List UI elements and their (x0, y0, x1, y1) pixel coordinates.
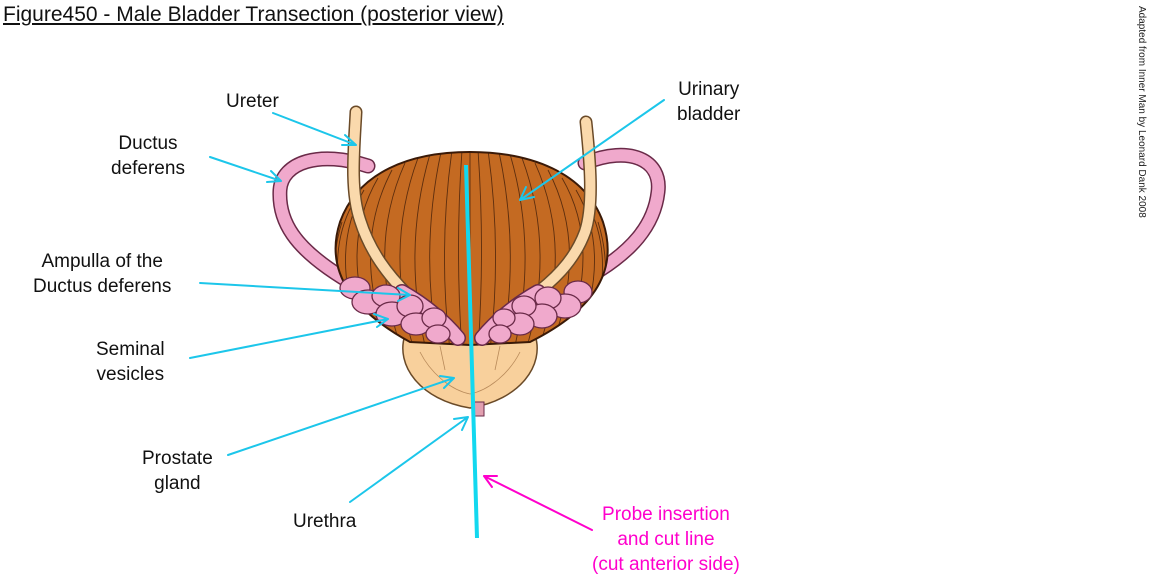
label-seminal-vesicles: Seminal vesicles (96, 339, 165, 385)
seminal-vesicles-leader (189, 313, 389, 359)
right-seminal-vesicle (488, 280, 593, 344)
urinary-bladder-leader (519, 99, 665, 201)
label-ureter: Ureter (226, 91, 279, 112)
probe-cut-line (464, 164, 479, 539)
label-urinary-bladder: Urinary bladder (677, 79, 741, 125)
label-probe-insertion: Probe insertion and cut line (cut anteri… (592, 504, 740, 575)
ureter-leader (272, 112, 357, 146)
ductus-deferens-leader (209, 156, 282, 183)
ampulla-leader (199, 282, 411, 302)
label-prostate-gland: Prostate gland (142, 448, 213, 494)
prostate-gland-leader (227, 375, 455, 456)
label-ampulla: Ampulla of the Ductus deferens (33, 251, 172, 297)
urethra-leader (349, 416, 469, 503)
figure-title: Figure450 - Male Bladder Transection (po… (3, 3, 504, 26)
left-seminal-vesicle (339, 276, 451, 344)
label-urethra: Urethra (293, 511, 357, 532)
probe-leader (483, 475, 593, 531)
label-ductus-deferens: Ductus deferens (111, 133, 185, 179)
image-credit: Adapted from Inner Man by Leonard Dank 2… (1136, 6, 1147, 218)
